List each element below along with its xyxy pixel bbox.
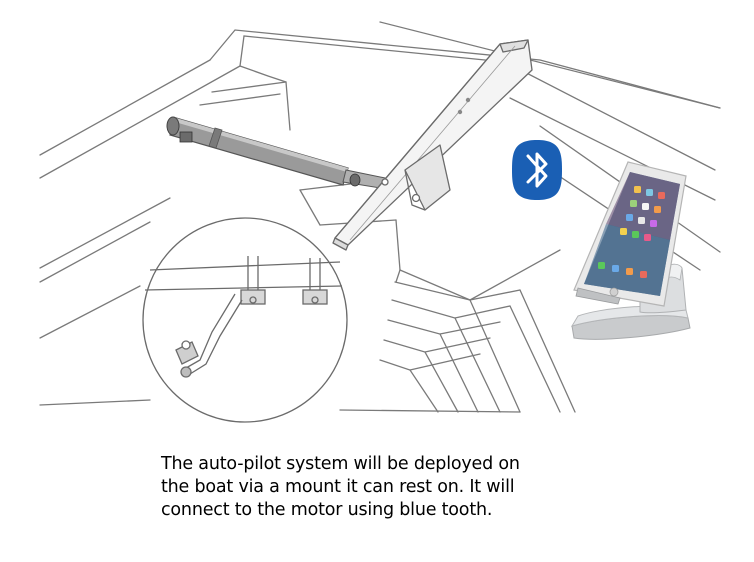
mount-detail-callout xyxy=(142,217,348,423)
tiller-mount xyxy=(332,39,533,251)
caption-line-1: The auto-pilot system will be deployed o… xyxy=(161,454,520,474)
caption-line-2: the boat via a mount it can rest on. It … xyxy=(161,477,515,497)
caption-text: The auto-pilot system will be deployed o… xyxy=(161,453,581,522)
autopilot-actuator xyxy=(166,116,396,191)
caption-line-3: connect to the motor using blue tooth. xyxy=(161,500,493,520)
smartphone-icon xyxy=(573,161,687,307)
bluetooth-icon xyxy=(512,140,562,200)
